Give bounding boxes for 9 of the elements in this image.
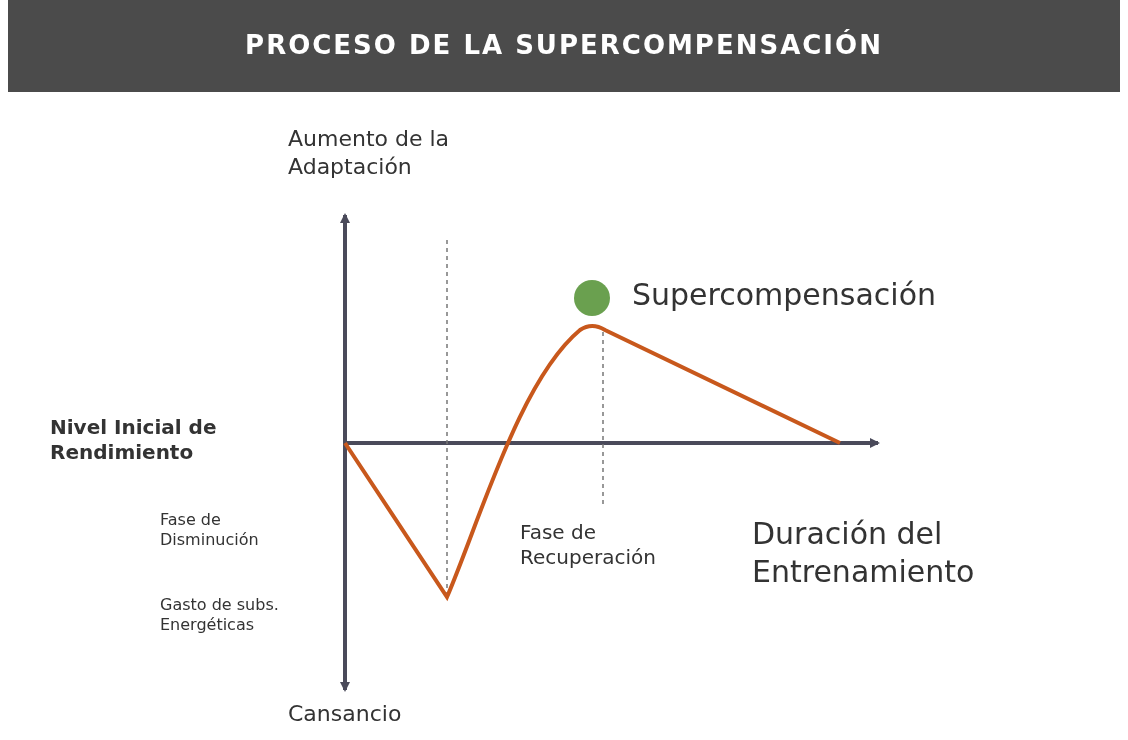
point-label: Supercompensación [632,276,938,314]
axis-label: Nivel Inicial de Rendimiento [50,415,218,465]
axis-label: Duración del Entrenamiento [752,515,976,590]
phase-label: Fase de Disminución [160,510,260,550]
axis-label: Cansancio [288,700,403,728]
phase-label: Gasto de subs. Energéticas [160,595,280,635]
axis-label: Aumento de la Adaptación [288,125,451,180]
chart-title: PROCESO DE LA SUPERCOMPENSACIÓN [244,30,884,60]
phase-label: Fase de Recuperación [520,520,657,570]
